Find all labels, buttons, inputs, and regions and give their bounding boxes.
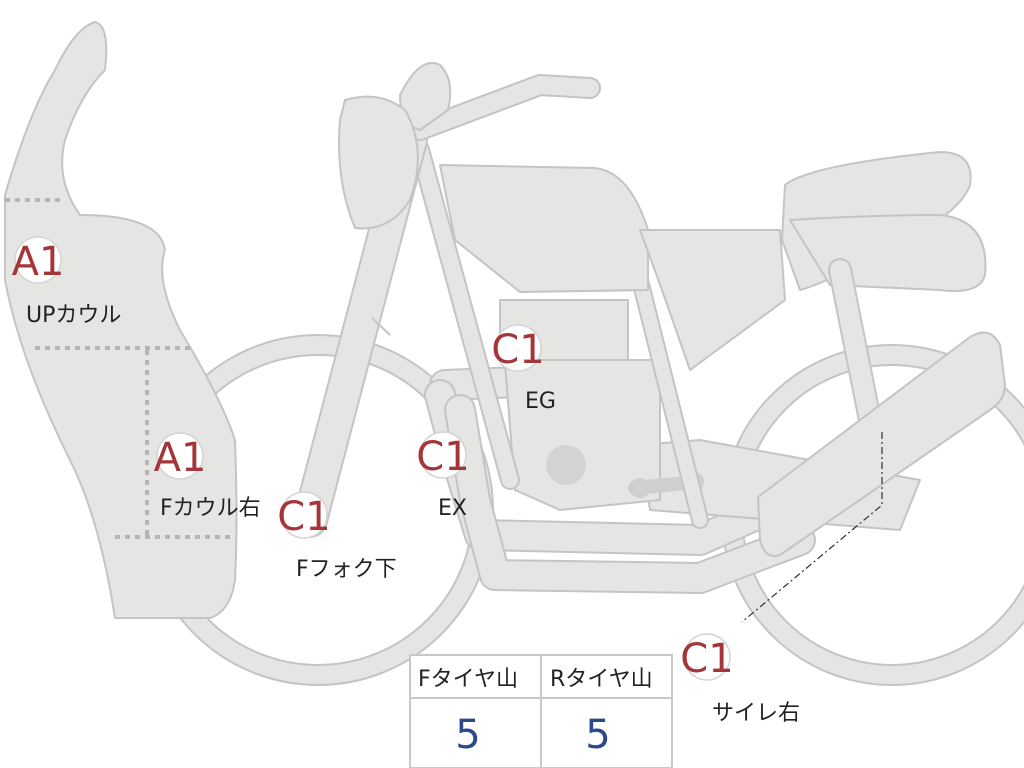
badge-f-cowl-right: A1 Fカウル右 [154,432,261,521]
front-tire-value: 5 [455,712,480,758]
badge-up-cowl: A1 UPカウル [12,236,121,328]
svg-text:C1: C1 [491,327,544,373]
seat [781,151,987,292]
badge-muffler-right: C1 サイレ右 [680,633,800,726]
badge-engine: C1 EG [491,324,556,414]
rear-shock [828,258,882,432]
headlight [338,95,419,230]
svg-text:C1: C1 [680,636,733,682]
rear-tire-header: Rタイヤ山 [550,667,653,692]
svg-text:A1: A1 [154,435,207,481]
svg-text:EX: EX [438,496,467,521]
front-tire-header: Fタイヤ山 [418,667,518,692]
badge-exhaust: C1 EX [416,431,470,521]
muffler [757,331,1006,557]
svg-text:EG: EG [525,389,556,414]
svg-text:Fカウル右: Fカウル右 [160,496,261,521]
svg-text:C1: C1 [277,494,330,540]
rear-tire-value: 5 [585,712,610,758]
handlebar [399,62,601,141]
svg-text:C1: C1 [416,434,469,480]
frame [410,140,709,529]
svg-text:A1: A1 [12,239,65,285]
svg-text:サイレ右: サイレ右 [712,701,800,726]
tire-tread-table: Fタイヤ山 Rタイヤ山 5 5 [409,654,673,768]
svg-text:Fフォク下: Fフォク下 [296,557,397,582]
svg-text:UPカウル: UPカウル [26,303,121,328]
fuel-tank [439,164,649,293]
side-cover [639,229,786,371]
badge-f-fork-lower: C1 Fフォク下 [277,491,397,582]
